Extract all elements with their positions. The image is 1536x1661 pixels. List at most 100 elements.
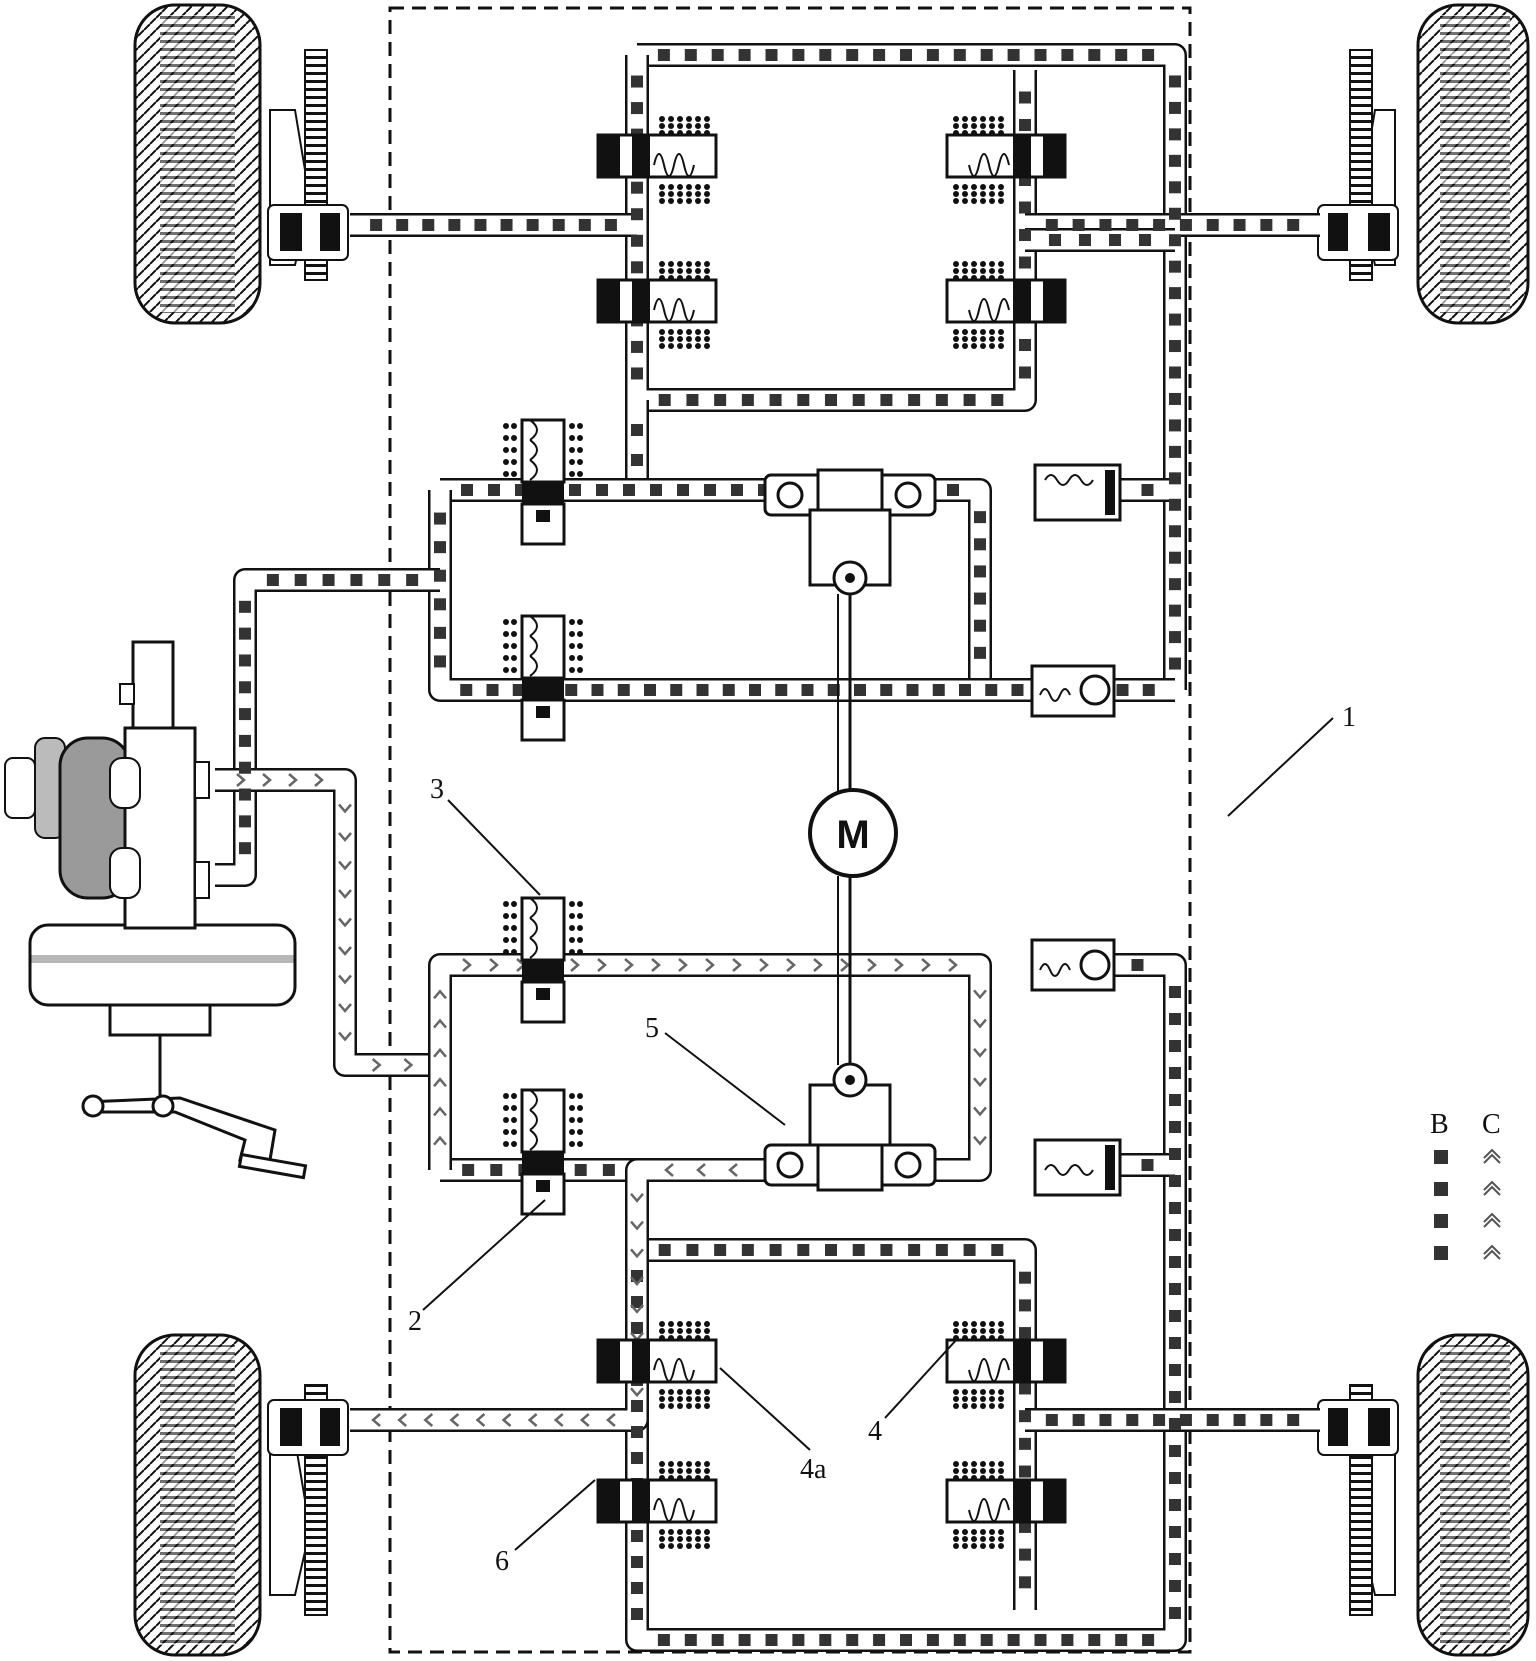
pressure-square-marker <box>631 1582 643 1594</box>
pressure-square-marker <box>711 1634 724 1646</box>
pressure-square-marker <box>644 684 656 696</box>
pressure-square-marker <box>980 49 993 61</box>
flow-chevron-marker <box>867 958 877 972</box>
pressure-square-marker <box>239 842 251 855</box>
pressure-square-marker <box>602 1164 615 1176</box>
pressure-square-marker <box>974 538 986 551</box>
pressure-square-marker <box>658 1244 671 1256</box>
pressure-square-marker <box>686 394 699 406</box>
pressure-square-marker <box>947 484 959 496</box>
pressure-square-marker <box>1019 91 1031 104</box>
pressure-square-marker <box>1019 366 1031 379</box>
pressure-square-marker <box>819 1634 832 1646</box>
flow-chevron-marker <box>630 1304 644 1314</box>
pressure-square-marker <box>604 219 617 231</box>
pressure-square-marker <box>991 394 1004 406</box>
pressure-square-marker <box>711 49 724 61</box>
pressure-square-marker <box>1169 101 1181 114</box>
wheel-valve-rear-left-outlet <box>596 1461 718 1549</box>
pressure-square-marker <box>1206 219 1219 231</box>
pressure-square-marker <box>1169 498 1181 511</box>
flow-chevron-marker <box>338 974 352 985</box>
pressure-square-marker <box>1179 1414 1192 1426</box>
wheel-valve-front-left-inlet <box>596 116 718 204</box>
pressure-square-marker <box>1049 234 1061 246</box>
pressure-square-marker <box>1019 1271 1031 1284</box>
pressure-square-marker <box>792 1634 805 1646</box>
flow-chevron-marker <box>840 958 850 972</box>
pressure-square-marker <box>704 484 716 496</box>
pressure-square-marker <box>1169 604 1181 617</box>
pressure-square-marker <box>1169 551 1181 564</box>
pressure-square-marker <box>825 394 837 406</box>
pressure-square-marker <box>908 394 921 406</box>
wheel-valve-rear-right-inlet <box>945 1321 1067 1409</box>
callout-4: 4 <box>868 1416 882 1447</box>
pump-upper <box>763 468 937 795</box>
pressure-square-marker <box>906 684 919 696</box>
pressure-square-marker <box>1019 201 1031 214</box>
circuit-b-lines <box>215 43 1320 1652</box>
pressure-square-marker <box>474 219 487 231</box>
pressure-square-marker <box>239 681 251 694</box>
pressure-square-marker <box>322 574 335 586</box>
callout-1: 1 <box>1342 702 1356 733</box>
pressure-square-marker <box>765 49 778 61</box>
pressure-square-marker <box>985 684 998 696</box>
callout-2: 2 <box>408 1306 422 1337</box>
pressure-square-marker <box>765 1634 778 1646</box>
pressure-square-marker <box>900 49 912 61</box>
pressure-square-marker <box>486 684 499 696</box>
legend-b-label: B <box>1430 1109 1449 1140</box>
pressure-square-marker <box>657 49 670 61</box>
pressure-square-marker <box>1169 287 1181 300</box>
pressure-square-marker <box>617 684 630 696</box>
pressure-square-marker <box>239 654 251 667</box>
flow-chevron-marker <box>403 1058 414 1072</box>
legend-c-marker-4 <box>1483 1244 1501 1260</box>
pressure-square-marker <box>591 684 604 696</box>
flow-chevron-marker <box>630 1220 644 1231</box>
legend-b-marker-3 <box>1434 1214 1448 1228</box>
pressure-square-marker <box>731 484 743 496</box>
pressure-square-marker <box>1007 49 1020 61</box>
front-right-wheel <box>1317 3 1530 325</box>
pressure-square-marker <box>738 1634 751 1646</box>
flow-chevron-marker <box>338 860 352 871</box>
flow-chevron-marker <box>314 773 324 787</box>
callout-6: 6 <box>495 1546 509 1577</box>
pipe-outline <box>625 953 1187 1652</box>
pressure-square-marker <box>461 484 473 496</box>
pressure-square-marker <box>963 394 976 406</box>
pressure-square-marker <box>980 1634 993 1646</box>
pressure-square-marker <box>801 684 814 696</box>
isolation-valve-upper-2 <box>503 614 583 742</box>
pressure-square-marker <box>631 1452 643 1464</box>
flow-chevron-marker <box>948 958 958 972</box>
flow-chevron-marker <box>894 958 904 972</box>
pressure-square-marker <box>1126 1414 1139 1426</box>
pressure-square-marker <box>658 394 671 406</box>
pressure-square-marker <box>1169 340 1181 353</box>
flow-chevron-marker <box>597 958 607 972</box>
pressure-square-marker <box>1141 1159 1154 1171</box>
pressure-square-marker <box>953 49 966 61</box>
pressure-square-marker <box>574 1164 587 1176</box>
pressure-square-marker <box>974 646 986 659</box>
damper-lower-right <box>1030 938 1116 992</box>
pressure-square-marker <box>974 511 986 524</box>
motor-label: M <box>836 813 869 857</box>
pressure-square-marker <box>239 708 251 721</box>
pressure-square-marker <box>239 600 251 613</box>
pressure-square-marker <box>1169 1256 1181 1268</box>
pressure-square-marker <box>1019 1437 1031 1450</box>
pressure-square-marker <box>1153 219 1166 231</box>
pressure-square-marker <box>631 1530 643 1542</box>
pressure-square-marker <box>714 1244 727 1256</box>
pressure-square-marker <box>775 684 788 696</box>
pressure-square-marker <box>569 484 581 496</box>
flow-chevron-marker <box>579 1413 590 1427</box>
flow-chevron-marker <box>236 773 246 787</box>
pressure-square-marker <box>1169 75 1181 88</box>
